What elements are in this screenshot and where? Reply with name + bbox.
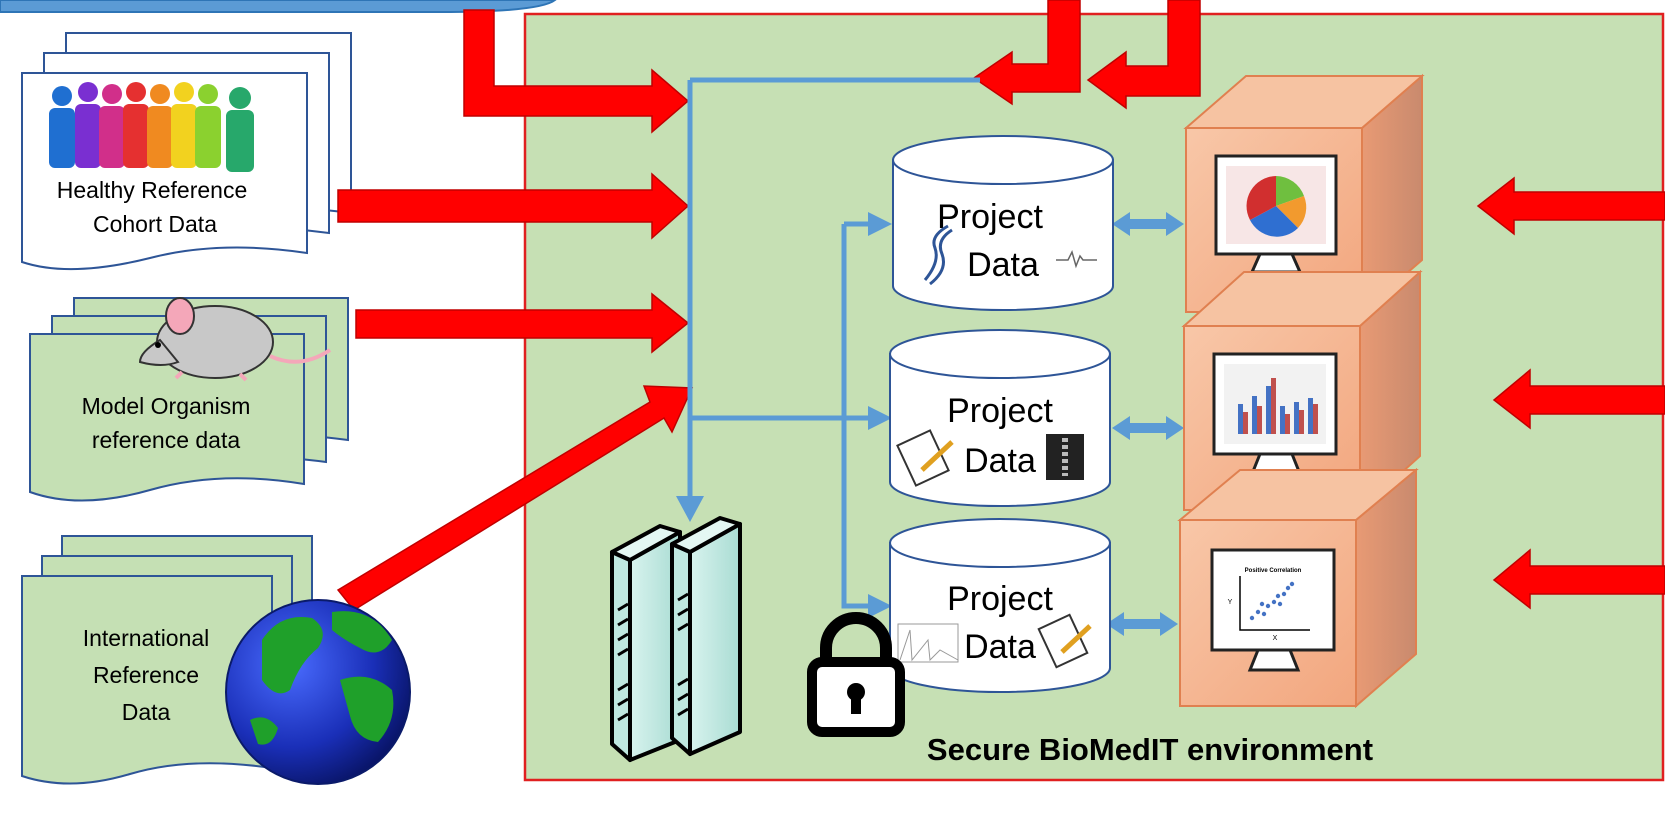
arrow-top-left: [463, 9, 690, 134]
mouse-icon: [138, 297, 332, 382]
blue-connectors: [687, 77, 980, 609]
blue-arrowheads: [676, 212, 892, 618]
arrow-top-right-1: [972, 0, 1081, 106]
scatter-x-axis-label: X: [1273, 635, 1278, 642]
clipboard-icon: [896, 429, 954, 487]
pie-chart-monitor-icon: [1214, 154, 1338, 274]
project-2-label: Data: [964, 442, 1036, 480]
arrow-model-organism: [355, 292, 690, 354]
red-arrows: [336, 0, 1665, 611]
healthy-cohort-label-line1: Healthy Reference: [57, 177, 248, 203]
international-label-line1: International: [83, 625, 210, 651]
clipboard-icon-2: [1037, 613, 1092, 669]
scatter-plot-monitor-icon: Positive Correlation Y X: [1210, 548, 1336, 672]
arrow-right-3: [1492, 548, 1665, 610]
heartbeat-icon: [1056, 249, 1097, 269]
model-organism-label-line1: Model Organism: [82, 393, 251, 419]
dna-icon: [923, 224, 953, 286]
healthy-cohort-label-line2: Cohort Data: [93, 211, 217, 237]
db-workstation-links: [1106, 212, 1184, 636]
people-group-icon: [49, 82, 254, 172]
arrow-healthy-cohort: [337, 172, 690, 240]
project-1-label: Data: [967, 246, 1039, 284]
model-organism-label-line2: reference data: [92, 427, 241, 453]
project-3-title: Project: [947, 580, 1053, 618]
project-database-1: [892, 135, 1114, 311]
lock-icon: [807, 612, 905, 737]
project-3-label: Data: [964, 628, 1036, 666]
international-label-line2: Reference: [93, 662, 199, 688]
spectrum-plot-icon: [897, 623, 959, 663]
workstation-1: [1183, 73, 1425, 315]
project-1-title: Project: [937, 198, 1043, 236]
top-banner: [0, 0, 557, 13]
project-2-title: Project: [947, 392, 1053, 430]
scatter-y-axis-label: Y: [1228, 599, 1233, 606]
globe-icon: [225, 599, 411, 785]
arrow-top-right-2: [1086, 0, 1201, 110]
arrow-right-2: [1492, 368, 1665, 430]
environment-title: Secure BioMedIT environment: [927, 732, 1373, 767]
arrow-international: [336, 385, 694, 611]
arrow-right-1: [1476, 176, 1665, 236]
server-icon: [610, 516, 742, 762]
international-label-line3: Data: [122, 699, 171, 725]
workstation-3: Positive Correlation Y X: [1177, 467, 1419, 709]
scatter-chart-title: Positive Correlation: [1245, 568, 1302, 574]
